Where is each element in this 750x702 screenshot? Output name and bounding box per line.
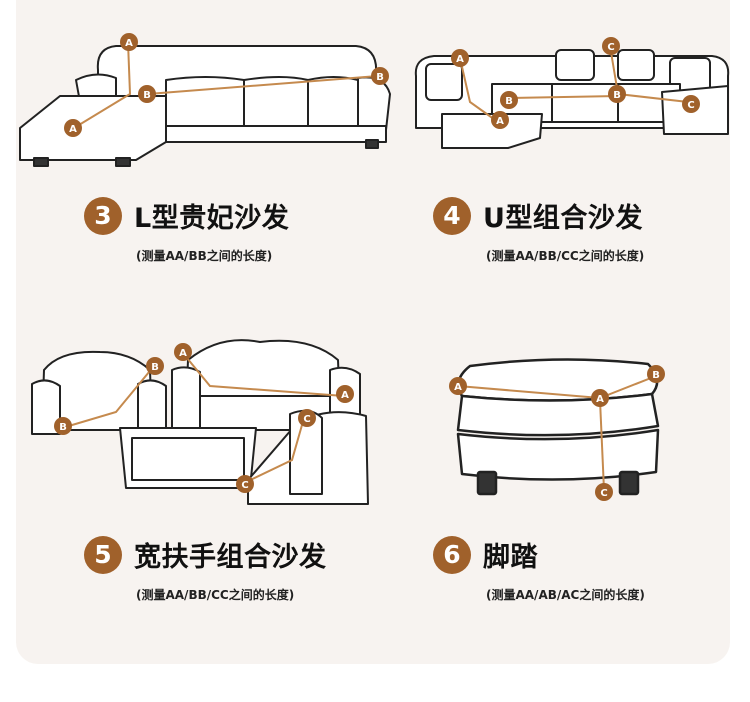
l-sofa-drawing [19,41,391,167]
svg-text:A: A [496,116,504,127]
svg-text:C: C [241,480,248,491]
marker-c-top: C [298,409,316,427]
svg-text:C: C [687,100,694,111]
marker-a-bottom: A [64,119,82,137]
marker-c-bottom: C [236,475,254,493]
section-5-caption: 5 宽扶手组合沙发 [84,535,327,574]
svg-text:B: B [505,96,513,107]
marker-c-right: C [682,95,700,113]
footstool-drawing [456,358,660,496]
marker-b-left: B [54,417,72,435]
svg-text:A: A [179,348,187,359]
marker-b-right: B [647,365,665,383]
footstool-markers: A B A C [440,350,680,520]
marker-a-left: A [449,377,467,395]
svg-text:C: C [600,488,607,499]
section-6-number-badge: 6 [433,535,471,574]
wide-arm-sofa-markers: A A B B C C [20,330,380,510]
marker-b-left: B [500,91,518,109]
footstool-illustration [440,350,680,520]
section-6-caption: 6 脚踏 [433,535,538,574]
svg-text:B: B [613,90,621,101]
marker-a-center: A [591,389,609,407]
section-5-number-badge: 5 [84,535,122,574]
svg-text:A: A [125,38,133,49]
svg-text:B: B [652,370,660,381]
section-4-title: U型组合沙发 [483,203,643,234]
l-shaped-sofa-illustration [16,30,396,180]
section-5-note: (测量AA/BB/CC之间的长度) [136,588,295,602]
marker-b-left: B [138,85,156,103]
marker-a-top: A [174,343,192,361]
u-shaped-sofa-illustration [412,36,732,166]
svg-text:A: A [596,394,604,405]
section-4-number-badge: 4 [433,196,471,235]
section-6-title: 脚踏 [483,542,538,573]
marker-a-top: A [120,33,138,51]
l-sofa-markers: A A B B [16,30,396,180]
section-4-note: (测量AA/BB/CC之间的长度) [486,249,645,263]
u-sofa-markers: A A B B C C [412,36,732,166]
svg-text:B: B [376,72,384,83]
marker-a-bottom: A [491,111,509,129]
section-6-note: (测量AA/AB/AC之间的长度) [486,588,645,602]
marker-c-top: C [602,37,620,55]
section-3-note: (测量AA/BB之间的长度) [136,249,273,263]
marker-b-right: B [608,85,626,103]
section-4-caption: 4 U型组合沙发 [433,196,643,235]
marker-a-right: A [336,385,354,403]
marker-b-top: B [146,357,164,375]
section-3-caption: 3 L型贵妃沙发 [84,196,289,235]
svg-text:B: B [151,362,159,373]
svg-text:C: C [607,42,614,53]
section-3-title: L型贵妃沙发 [134,203,290,234]
svg-text:A: A [341,390,349,401]
marker-c-bottom: C [595,483,613,501]
svg-text:A: A [69,124,77,135]
section-5-title: 宽扶手组合沙发 [134,542,327,573]
svg-text:B: B [143,90,151,101]
svg-text:B: B [59,422,67,433]
section-3-number-badge: 3 [84,196,122,235]
marker-a-top: A [451,49,469,67]
svg-text:C: C [303,414,310,425]
marker-b-right: B [371,67,389,85]
svg-text:A: A [454,382,462,393]
u-sofa-drawing [414,45,730,149]
svg-text:A: A [456,54,464,65]
